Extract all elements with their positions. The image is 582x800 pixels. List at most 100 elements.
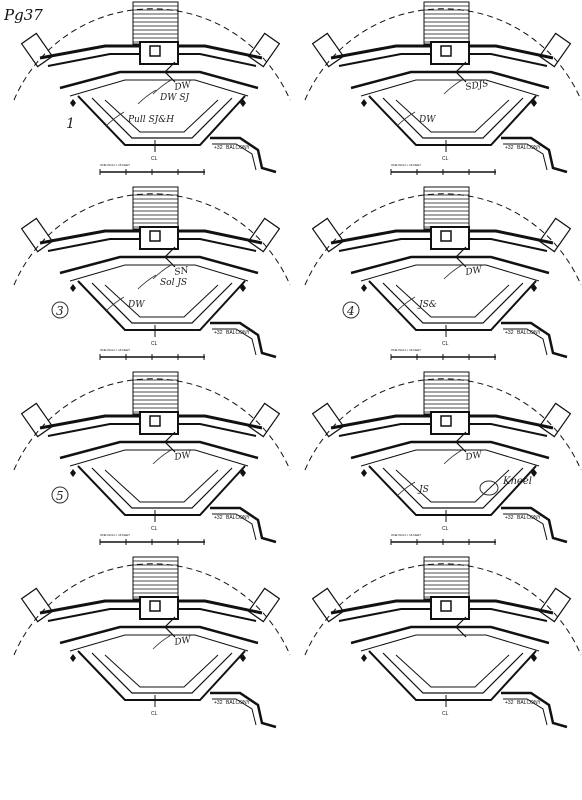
balcony-edge [501,506,568,544]
marker-left [70,99,76,107]
blocking-note: Pull SJ&H [127,115,174,125]
thrust-mid [382,97,524,139]
thrust-outer [77,280,246,331]
stair-right [538,587,572,623]
thrust-outer [368,465,537,516]
marker-left [70,469,76,477]
balcony-edge [501,136,568,174]
center-box [440,45,452,57]
stair-left [311,32,345,68]
thrust-mid [382,282,524,324]
marker-right [240,469,246,477]
frame-number: 5 [56,489,64,503]
centerline-label: CL [442,156,449,162]
stair-right [247,587,281,623]
balcony-label: BALCONY [517,515,542,521]
blocking-note: DW [127,300,145,310]
balcony-edge [501,321,568,359]
stair-left [20,32,54,68]
pencil-arrow [443,79,463,95]
centerline-label: CL [442,526,449,532]
balcony-edge-inner [503,328,548,356]
thrust-inner [104,654,219,688]
center-box [149,45,161,57]
thrust-inner [395,654,510,688]
blocking-note: DW [464,450,484,463]
balcony-edge-inner [503,143,548,171]
center-box [440,415,452,427]
balcony-label: BALCONY [226,515,251,521]
balcony-level: +32 [505,700,514,706]
center-box [440,600,452,612]
scale-caption: ONE INCH = 16 FEET [100,533,130,537]
pencil-arrow [443,264,463,280]
thrust-inner [104,284,219,318]
frame-number: 3 [56,304,64,318]
blocking-note: JS [417,485,429,495]
marker-left [361,654,367,662]
mid-tier-inner [360,449,540,467]
balcony-level: +32 [505,145,514,151]
mid-tier [350,625,550,645]
balcony-edge [210,136,277,174]
pencil-arrow [105,111,125,127]
mid-tier-inner [69,79,249,97]
stair-left [20,402,54,438]
centerline-label: CL [442,711,449,717]
frame-number-circle [51,301,69,319]
frame-number: 4 [346,304,355,318]
stair-right [247,32,281,68]
balcony-level: +32 [214,515,223,521]
pencil-arrow [396,111,416,127]
thrust-outer [368,650,537,701]
blocking-note: Sol JS [160,278,187,288]
center-box [440,230,452,242]
scale-caption: ONE INCH = 16 FEET [391,163,421,167]
blocking-note: JS& [417,300,437,310]
thrust-outer [77,95,246,146]
mid-tier [350,255,550,275]
blocking-note: DW [173,635,193,648]
marker-right [531,654,537,662]
pencil-arrow [137,274,157,290]
mid-tier [59,625,259,645]
thrust-mid [91,467,233,509]
blocking-note: DW [464,265,484,278]
pencil-arrow [137,89,157,105]
page-label: Pg37 [4,6,43,24]
balcony-edge-inner [212,698,257,726]
mid-tier [59,255,259,275]
centerline-label: CL [151,526,158,532]
blocking-symbol: Kneel [502,476,532,487]
marker-left [70,284,76,292]
centerline-label: CL [442,341,449,347]
blocking-note: DW [173,80,193,93]
balcony-edge-inner [503,513,548,541]
thrust-outer [77,650,246,701]
balcony-level: +32 [505,515,514,521]
pencil-arrow [105,296,125,312]
centerline-label: CL [151,711,158,717]
thrust-mid [91,282,233,324]
pencil-arrow [152,79,172,95]
pencil-arrow [152,634,172,650]
blocking-note: DW [173,450,193,463]
marker-right [531,469,537,477]
balcony-level: +32 [214,330,223,336]
thrust-inner [395,284,510,318]
stair-left [20,587,54,623]
mid-tier [350,70,550,90]
thrust-mid [382,467,524,509]
mid-tier-inner [69,634,249,652]
balcony-label: BALCONY [517,145,542,151]
center-box [149,600,161,612]
frame-number-circle [342,301,360,319]
